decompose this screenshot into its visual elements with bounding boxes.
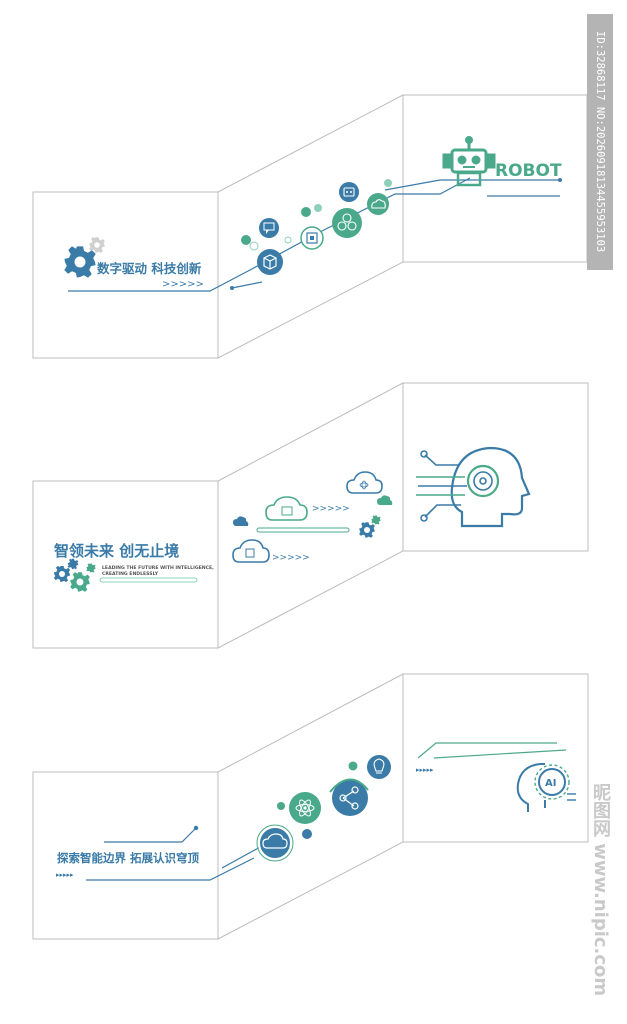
panel-3: 探索智能边界 拓展认识穹顶 ▸▸▸▸▸	[32, 673, 589, 940]
gear-icon	[64, 246, 96, 278]
site-watermark: 昵图网 www.nipic.com	[590, 783, 611, 997]
panel-1: 数字驱动 科技创新 >>>>>	[32, 94, 588, 359]
arc-accent	[329, 778, 369, 793]
panel-3-circuit-dot	[193, 825, 199, 831]
panel-2-arrows-top: >>>>>	[312, 504, 350, 514]
panel-3-circuit-lines	[86, 827, 263, 881]
panel-3-arrows-left: ▸▸▸▸▸	[56, 871, 74, 879]
cloud-small-dark-icon	[233, 516, 249, 526]
gear-cluster-icon	[53, 558, 96, 592]
ai-label: AI	[545, 778, 556, 789]
panel-1-arrows: >>>>>	[162, 279, 204, 290]
gear-small-icon	[89, 237, 105, 253]
cloud-icon	[265, 496, 308, 521]
panel-3-arrows-right: ▸▸▸▸▸	[416, 766, 434, 774]
chip-icon	[300, 226, 324, 250]
dot-accent	[241, 235, 251, 245]
dot-accent-2	[301, 207, 311, 217]
panel-2-bar-top	[256, 527, 350, 533]
panel-1-slogan: 数字驱动 科技创新	[96, 261, 202, 276]
atom-icon	[289, 792, 321, 824]
dot-outline-small	[284, 236, 292, 244]
ai-head-icon	[516, 763, 576, 812]
dot-accent-4	[348, 761, 358, 771]
panel-3-right-lines	[417, 742, 567, 759]
dot-outline-3	[384, 179, 392, 187]
cube-icon	[257, 249, 283, 275]
dot-dark	[302, 829, 312, 839]
dot-accent-3	[277, 802, 285, 810]
cloud-wifi-icon	[367, 193, 389, 215]
lightbulb-icon	[367, 755, 391, 779]
cloud-small-icon	[377, 495, 393, 505]
image-id-label: ID:32868117 NO:20260918134455953103	[587, 14, 613, 270]
chat-icon	[259, 218, 279, 238]
panel-2-slogan: 智领未来 创无止境	[54, 542, 179, 560]
panel-2-progress-track	[99, 577, 198, 583]
network-share-icon	[332, 780, 368, 816]
panel-1-circuit-dots	[230, 178, 562, 290]
gear-pair-icon	[359, 515, 381, 538]
cloud-document-icon	[232, 539, 270, 563]
molecule-icon	[332, 208, 362, 238]
ai-head-circuit-icon	[416, 446, 531, 528]
panel-2: 智领未来 创无止境 LEADING THE FUTURE WITH INTELL…	[32, 382, 589, 649]
dot-outline-2	[314, 204, 322, 212]
panel-3-frame	[32, 673, 589, 940]
panel-2-subtitle-line1: LEADING THE FUTURE WITH INTELLIGENCE,	[102, 565, 214, 571]
panel-2-arrows-bottom: >>>>>	[272, 553, 310, 563]
panel-3-slogan: 探索智能边界 拓展认识穹顶	[57, 851, 200, 865]
robot-icon	[442, 136, 496, 187]
cloud-gear-icon	[256, 824, 294, 862]
cloud-atom-icon	[346, 471, 383, 494]
dot-outline	[249, 241, 259, 251]
robot-label: ROBOT	[495, 161, 562, 181]
panel-2-subtitle-line2: CREATING ENDLESSLY	[102, 571, 159, 577]
robot-head-icon	[339, 182, 359, 202]
panel-2-frame	[32, 382, 589, 649]
